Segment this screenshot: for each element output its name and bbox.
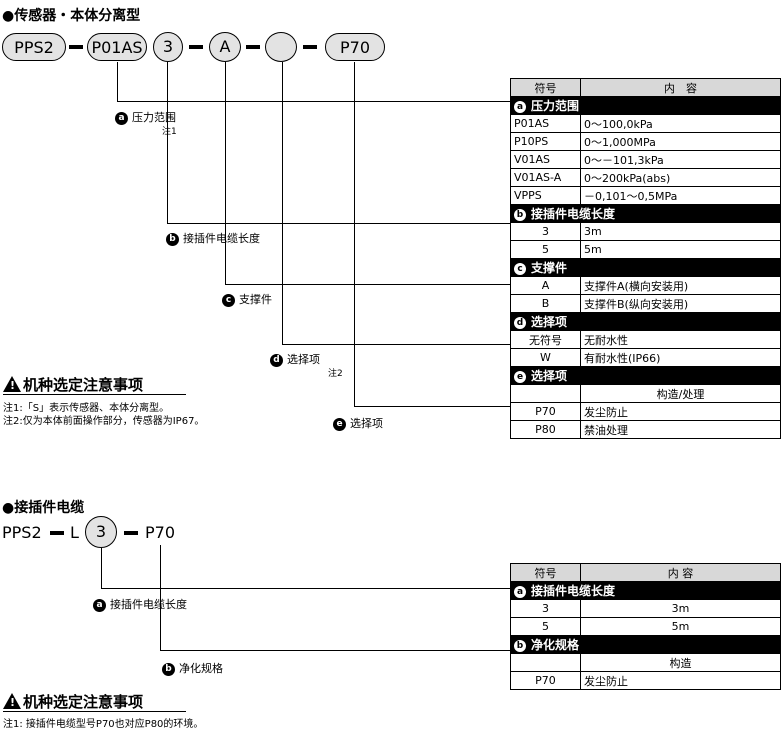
model-dash — [50, 531, 64, 535]
warning-note-1: 注1:「S」表示传感器、本体分离型。 — [3, 403, 170, 414]
leader-line — [225, 62, 226, 285]
warning-underline — [3, 711, 186, 712]
cable-model-p70: P70 — [145, 523, 176, 542]
model-option-box — [265, 32, 297, 62]
section1-title: ●传感器・本体分离型 — [2, 8, 141, 24]
note-ref-1: 注1 — [162, 127, 177, 137]
note-ref-2: 注2 — [328, 369, 343, 379]
cable-model-l: L — [70, 523, 79, 542]
model-bracket-box: A — [209, 32, 241, 62]
model-cable-box: 3 — [153, 32, 183, 62]
warning-icon: ! — [3, 376, 21, 392]
warning-heading-2: !机种选定注意事项 — [3, 691, 143, 712]
leader-line — [117, 101, 510, 102]
leader-line — [282, 344, 510, 345]
leader-line — [160, 545, 161, 651]
model-dash — [124, 531, 138, 535]
leader-line — [117, 62, 118, 102]
leader-line — [354, 406, 510, 407]
model-dash — [69, 45, 83, 49]
leader-line — [160, 650, 510, 651]
warning-note-cable: 注1: 接插件电缆型号P70也对应P80的环境。 — [3, 719, 204, 730]
leader-line — [354, 62, 355, 407]
leader-line — [282, 62, 283, 345]
leader-line — [167, 223, 510, 224]
model-dash — [246, 45, 260, 49]
warning-heading: !机种选定注意事项 — [3, 374, 143, 395]
leader-line — [167, 62, 168, 224]
model-dash — [189, 45, 203, 49]
cable-model-pps2: PPS2 — [2, 523, 42, 542]
leader-line — [225, 284, 510, 285]
warning-icon: ! — [3, 693, 21, 709]
model-pps2-box: PPS2 — [2, 33, 66, 61]
leader-line — [101, 588, 510, 589]
section2-title: ●接插件电缆 — [2, 500, 85, 516]
model-pressure-box: P01AS — [87, 33, 147, 61]
leader-line — [101, 548, 102, 589]
model-dash — [303, 45, 317, 49]
cable-model-length-box: 3 — [85, 516, 117, 548]
warning-note-2: 注2:仅为本体前面操作部分，传感器为IP67。 — [3, 416, 205, 427]
warning-underline — [3, 394, 186, 395]
model-cleanroom-box: P70 — [325, 33, 385, 61]
